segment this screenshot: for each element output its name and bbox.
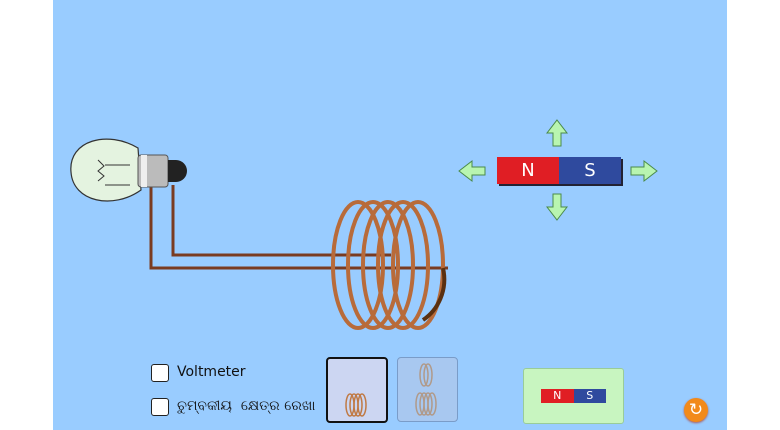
magnet-move-arrows[interactable] bbox=[458, 119, 658, 221]
flip-magnet-icon: N S bbox=[541, 389, 606, 403]
field-lines-label: ଚୁମ୍ବକୀୟ କ୍ଷେତ୍ର ରେଖା bbox=[177, 398, 316, 414]
arrow-left-icon bbox=[458, 159, 486, 183]
single-coil-icon bbox=[345, 393, 367, 417]
circuit-scene bbox=[70, 119, 658, 414]
voltmeter-label: Voltmeter bbox=[177, 364, 246, 380]
wires bbox=[149, 185, 448, 270]
magnet-north: N bbox=[497, 157, 559, 184]
double-coil-icon bbox=[415, 363, 437, 416]
flip-south: S bbox=[573, 389, 606, 403]
arrow-right-icon bbox=[630, 159, 658, 183]
reset-icon: ↻ bbox=[688, 400, 704, 420]
bar-magnet[interactable]: N S bbox=[497, 157, 621, 184]
one-coil-button[interactable] bbox=[326, 357, 388, 423]
light-bulb[interactable] bbox=[70, 138, 187, 202]
magnet-south: S bbox=[559, 157, 621, 184]
arrow-up-icon bbox=[545, 119, 569, 147]
arrow-down-icon bbox=[545, 193, 569, 221]
reset-button[interactable]: ↻ bbox=[684, 398, 708, 422]
flip-magnet-button[interactable]: N S bbox=[523, 368, 624, 424]
voltmeter-checkbox[interactable] bbox=[151, 364, 169, 382]
flip-north: N bbox=[541, 389, 574, 403]
coil[interactable] bbox=[331, 200, 447, 330]
field-lines-checkbox[interactable] bbox=[151, 398, 169, 416]
two-coils-button[interactable] bbox=[397, 357, 458, 422]
sim-stage: N S Voltmeter ଚୁମ୍ବକୀୟ କ୍ଷେତ୍ର ରେଖା N S … bbox=[53, 0, 727, 430]
